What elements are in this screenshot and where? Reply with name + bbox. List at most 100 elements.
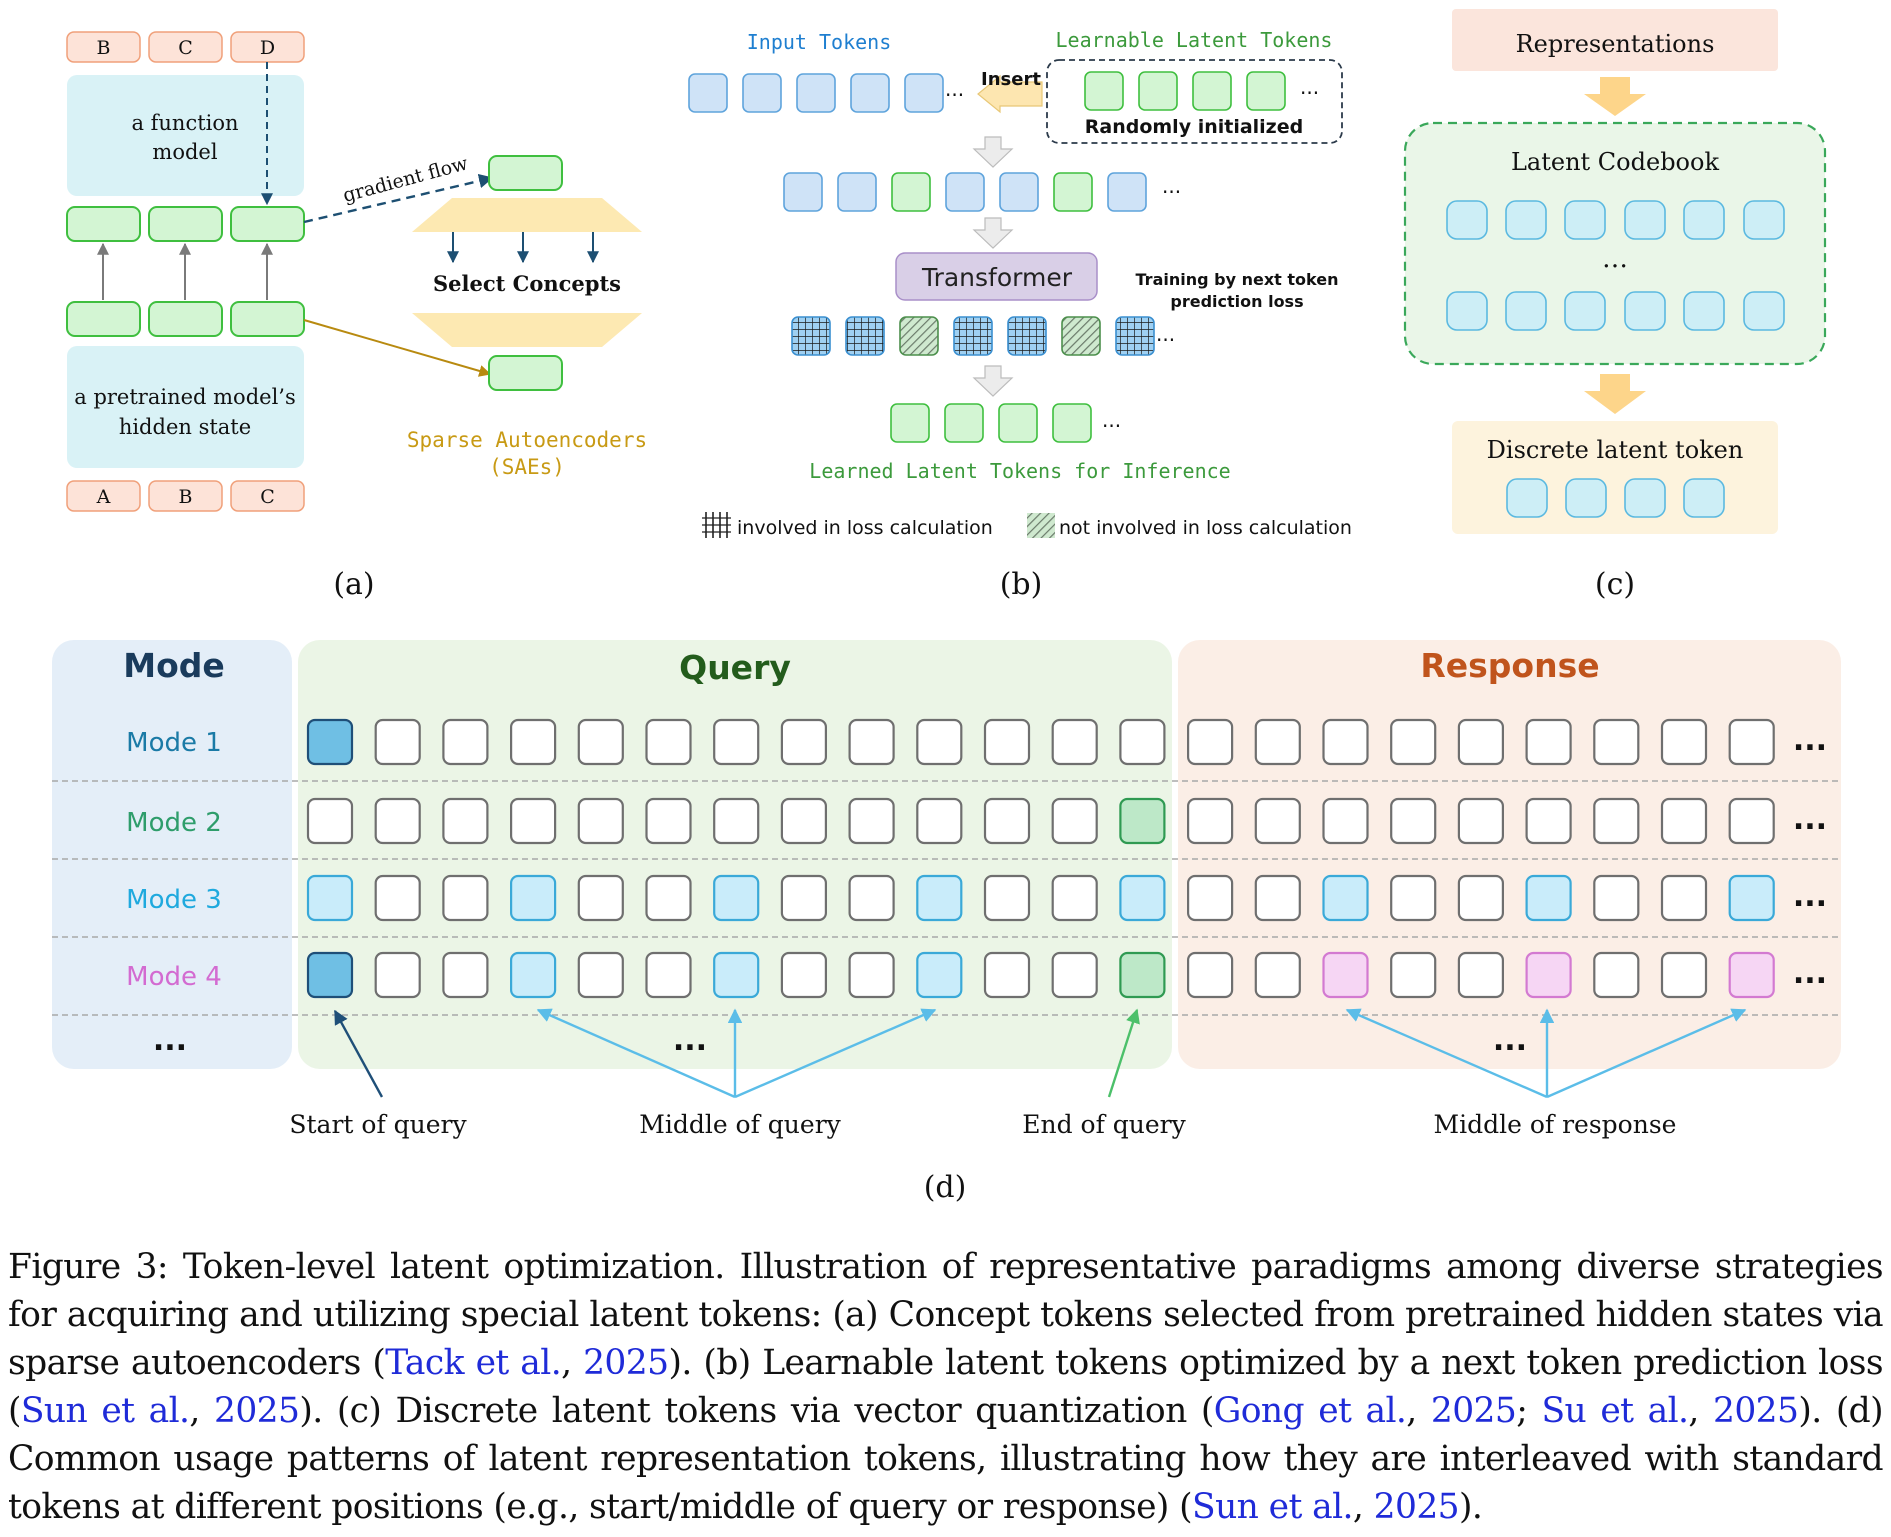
hidden-token [148, 301, 223, 337]
latent-token [1138, 71, 1178, 111]
standard-token [1593, 951, 1640, 999]
input-token-box [148, 480, 223, 512]
middle-latent-token [713, 951, 760, 999]
middle-of-query-arrow [734, 1008, 937, 1099]
sae-input-token [488, 355, 563, 391]
transformer-label: Transformer [921, 263, 1073, 292]
standard-token [1322, 718, 1369, 766]
start-latent-token [306, 718, 354, 766]
input-token [742, 73, 782, 113]
legend-not-involved-label: not involved in loss calculation [1059, 517, 1352, 539]
panel-d-label: (d) [924, 1170, 967, 1205]
caption-text: ). (b) Learnable latent tokens optimized… [8, 1343, 1884, 1431]
codebook-token [1505, 291, 1547, 331]
standard-token [577, 718, 624, 766]
latent-token [1246, 71, 1286, 111]
standard-token [713, 718, 760, 766]
standard-token [1322, 797, 1369, 845]
flow-arrows [972, 136, 1014, 397]
codebook-token [1624, 291, 1666, 331]
citation-year-link[interactable]: 2025 [583, 1343, 669, 1383]
end-of-query-arrow [1107, 1008, 1140, 1098]
standard-token [1457, 951, 1505, 999]
row-ellipsis: ... [1793, 956, 1827, 991]
function-model-label-line2: model [152, 140, 217, 164]
hidden-token [66, 206, 141, 242]
hidden-token [66, 301, 141, 337]
standard-token [848, 718, 895, 766]
citation-year-link[interactable]: 2025 [213, 1391, 300, 1431]
citation-link[interactable]: Gong et al. [1213, 1391, 1407, 1431]
response-latent-token [1322, 951, 1369, 999]
discrete-token-row [1506, 478, 1725, 518]
legend-not-involved: not involved in loss calculation [1027, 513, 1352, 539]
caption-text: , [1352, 1487, 1374, 1527]
panel-a-label: (a) [333, 567, 374, 602]
standard-token [780, 718, 828, 766]
input-token [837, 172, 877, 212]
codebook-row [1446, 291, 1785, 331]
standard-token [1593, 718, 1640, 766]
standard-token [1525, 797, 1572, 845]
loss-token [791, 316, 831, 356]
middle-latent-token [1728, 874, 1775, 922]
standard-token [1660, 874, 1708, 922]
codebook-row [1446, 200, 1785, 240]
citation-year-link[interactable]: 2025 [1430, 1391, 1517, 1431]
standard-token [442, 797, 489, 845]
standard-token [645, 951, 692, 999]
input-token-box [66, 480, 141, 512]
citation-link[interactable]: Su et al. [1541, 1391, 1689, 1431]
panel-c: Representations Latent Codebook … Discre… [1403, 9, 1827, 602]
standard-token [577, 797, 624, 845]
hidden-token [230, 301, 305, 337]
middle-latent-token [713, 874, 760, 922]
citation-link[interactable]: Sun et al. [1192, 1487, 1353, 1527]
mixed-token-row [783, 172, 1147, 212]
output-token-box [66, 31, 141, 63]
query-more-ellipsis: ... [673, 1023, 707, 1058]
hidden-token [148, 206, 223, 242]
citation-link[interactable]: Sun et al. [20, 1391, 190, 1431]
end-latent-token [1119, 797, 1166, 845]
hidden-state-to-sae-arrow [303, 319, 492, 377]
caption-text: ). (d) Common usage patterns of latent r… [8, 1391, 1884, 1527]
standard-token [1593, 874, 1640, 922]
standard-token [1051, 951, 1098, 999]
start-of-query-arrow [333, 1009, 384, 1098]
legend-involved-label: involved in loss calculation [737, 517, 993, 539]
middle-latent-token [916, 874, 963, 922]
standard-token [1254, 718, 1301, 766]
standard-token [1728, 718, 1775, 766]
codebook-ellipsis: … [1602, 244, 1628, 274]
standard-token [983, 718, 1031, 766]
hidden-token [230, 206, 305, 242]
input-token [999, 172, 1039, 212]
standard-token [916, 718, 963, 766]
caption-text: Figure 3: Token-level latent optimizatio… [8, 1247, 1884, 1383]
legend-grid-swatch [702, 512, 731, 538]
start-latent-token [306, 951, 354, 999]
latent-token [944, 403, 984, 443]
citation-link[interactable]: Tack et al. [385, 1343, 562, 1383]
citation-year-link[interactable]: 2025 [1712, 1391, 1799, 1431]
response-latent-token [1728, 951, 1775, 999]
codebook-token [1564, 200, 1606, 240]
codebook-token [1624, 200, 1666, 240]
discrete-latent-token-label: Discrete latent token [1487, 436, 1744, 464]
input-token-row [688, 73, 944, 113]
codebook-token [1446, 291, 1488, 331]
standard-token [1254, 951, 1301, 999]
middle-latent-token [306, 874, 354, 922]
row-ellipsis: ... [1793, 802, 1827, 837]
standard-token [577, 951, 624, 999]
standard-token [1051, 797, 1098, 845]
codebook-token [1683, 478, 1725, 518]
citation-year-link[interactable]: 2025 [1373, 1487, 1460, 1527]
standard-token [645, 718, 692, 766]
standard-token [1390, 797, 1437, 845]
standard-token [780, 797, 828, 845]
latent-codebook-label: Latent Codebook [1511, 148, 1719, 176]
standard-token [1051, 874, 1098, 922]
